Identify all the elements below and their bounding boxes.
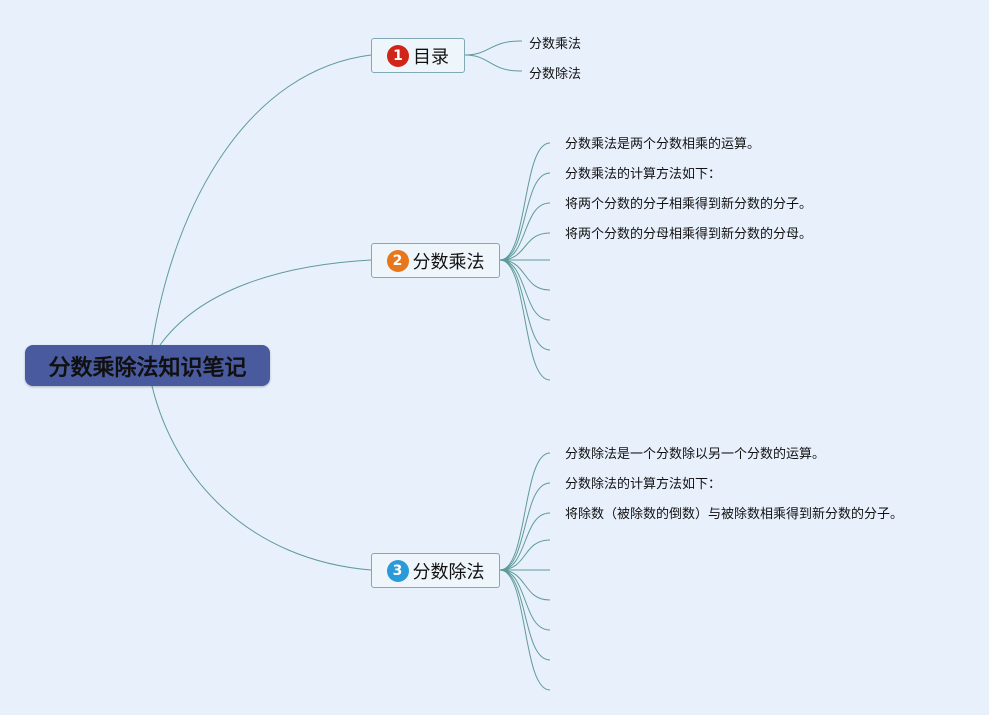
topic-catalog[interactable]: 1 目录 (371, 38, 465, 73)
leaf-item[interactable]: 分数除法 (529, 67, 582, 82)
number-2-badge-icon: 2 (386, 249, 409, 272)
leaf-item[interactable]: 分数除法是一个分数除以另一个分数的运算。 (565, 447, 826, 462)
leaf-connector (499, 259, 551, 321)
leaf-item[interactable]: 将除数（被除数的倒数）与被除数相乘得到新分数的分子。 (565, 507, 904, 522)
leaf-item[interactable]: 分数乘法 (529, 37, 582, 52)
leaf-connector (499, 172, 551, 261)
leaf-item[interactable]: 将两个分数的分子相乘得到新分数的分子。 (565, 197, 813, 212)
leaf-item[interactable]: 分数乘法是两个分数相乘的运算。 (565, 137, 761, 152)
leaf-connector (499, 259, 551, 351)
leaf-connector (499, 569, 551, 601)
root-title: 分数乘除法知识笔记 (48, 355, 247, 381)
topic-fraction-multiplication[interactable]: 2 分数乘法 (371, 243, 500, 278)
topic-label: 分数除法 (412, 561, 485, 583)
leaf-item[interactable]: 分数乘法的计算方法如下： (565, 167, 722, 182)
leaf-connector (499, 569, 551, 631)
number-3-badge-icon: 3 (386, 559, 409, 582)
leaf-connector (499, 232, 551, 261)
leaf-connector (499, 539, 551, 571)
root-topic[interactable]: 分数乘除法知识笔记 (25, 345, 270, 386)
leaf-connector (499, 202, 551, 261)
topic-fraction-division[interactable]: 3 分数除法 (371, 553, 500, 588)
leaf-connector (499, 569, 551, 691)
leaf-connector (499, 452, 551, 571)
leaf-item[interactable]: 分数除法的计算方法如下： (565, 477, 722, 492)
leaf-item[interactable]: 将两个分数的分母相乘得到新分数的分母。 (565, 227, 813, 242)
leaf-connector (499, 569, 551, 661)
root-to-topic-1-connector (151, 54, 372, 346)
root-to-topic-2-connector (159, 259, 372, 346)
leaf-connector (499, 142, 551, 261)
leaf-connector (499, 512, 551, 571)
leaf-connector (464, 54, 521, 72)
leaf-connector (499, 259, 551, 291)
leaf-connector (499, 482, 551, 571)
topic-label: 分数乘法 (412, 251, 485, 273)
root-to-topic-3-connector (151, 385, 372, 571)
leaf-connector (464, 40, 521, 56)
topic-label: 目录 (413, 46, 449, 68)
leaf-connector (499, 259, 551, 381)
number-1-badge-icon: 1 (387, 44, 409, 67)
